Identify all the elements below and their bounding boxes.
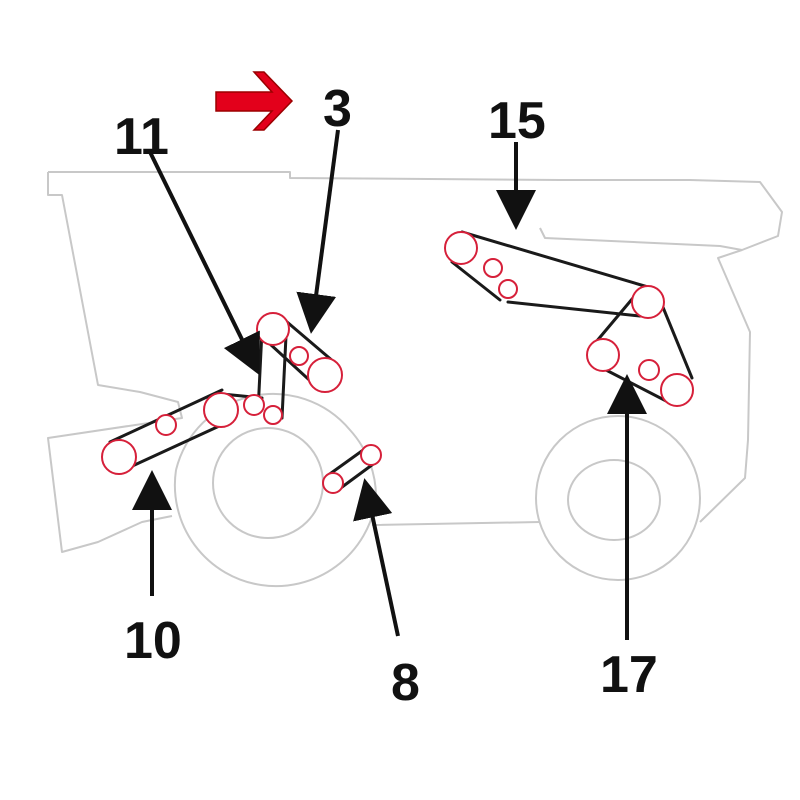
label-11: 11: [114, 108, 169, 166]
rear-belt-group: [444, 230, 694, 407]
pulley: [203, 392, 239, 428]
belt-17-right: [658, 298, 694, 380]
label-17: 17: [600, 646, 658, 704]
pulley: [638, 359, 660, 381]
belt-15-left: [450, 260, 502, 302]
callout-arrow-8: [353, 478, 400, 637]
pulley: [243, 394, 265, 416]
label-10: 10: [124, 612, 182, 670]
callout-arrows: [132, 129, 647, 640]
callout-arrow-3: [296, 129, 340, 334]
pulley: [256, 312, 290, 346]
pulley: [586, 338, 620, 372]
pulley: [322, 472, 344, 494]
pulley: [101, 439, 137, 475]
rear-wheel-outer: [535, 415, 701, 581]
belt-11-right: [280, 334, 288, 420]
label-3: 3: [323, 80, 352, 138]
front-belt-group: [101, 312, 343, 475]
belt-10-lower: [126, 420, 230, 470]
front-wheel-hub: [212, 427, 324, 539]
pulley: [498, 279, 518, 299]
callout-arrow-11: [148, 151, 260, 376]
pulley: [631, 285, 665, 319]
pulley: [263, 405, 283, 425]
callout-labels: 3 11 15 10 8 17: [114, 80, 658, 712]
label-8: 8: [391, 654, 420, 712]
pulley: [444, 231, 478, 265]
belt-8-upper: [325, 446, 368, 478]
belt-8-group: [322, 444, 382, 494]
grain-tank-lid: [539, 227, 743, 251]
belt-17-left: [594, 290, 640, 344]
rear-wheel-hub: [567, 459, 661, 541]
pulley: [660, 373, 694, 407]
belt-8-lower: [336, 460, 378, 492]
highlight-arrow-icon: [215, 71, 294, 131]
label-15: 15: [488, 92, 546, 150]
pulley: [155, 414, 177, 436]
pulley: [483, 258, 503, 278]
belt-15-upper: [460, 230, 650, 289]
pulley: [360, 444, 382, 466]
body-outline: [47, 171, 783, 553]
pulley: [289, 346, 309, 366]
pulley: [307, 357, 343, 393]
